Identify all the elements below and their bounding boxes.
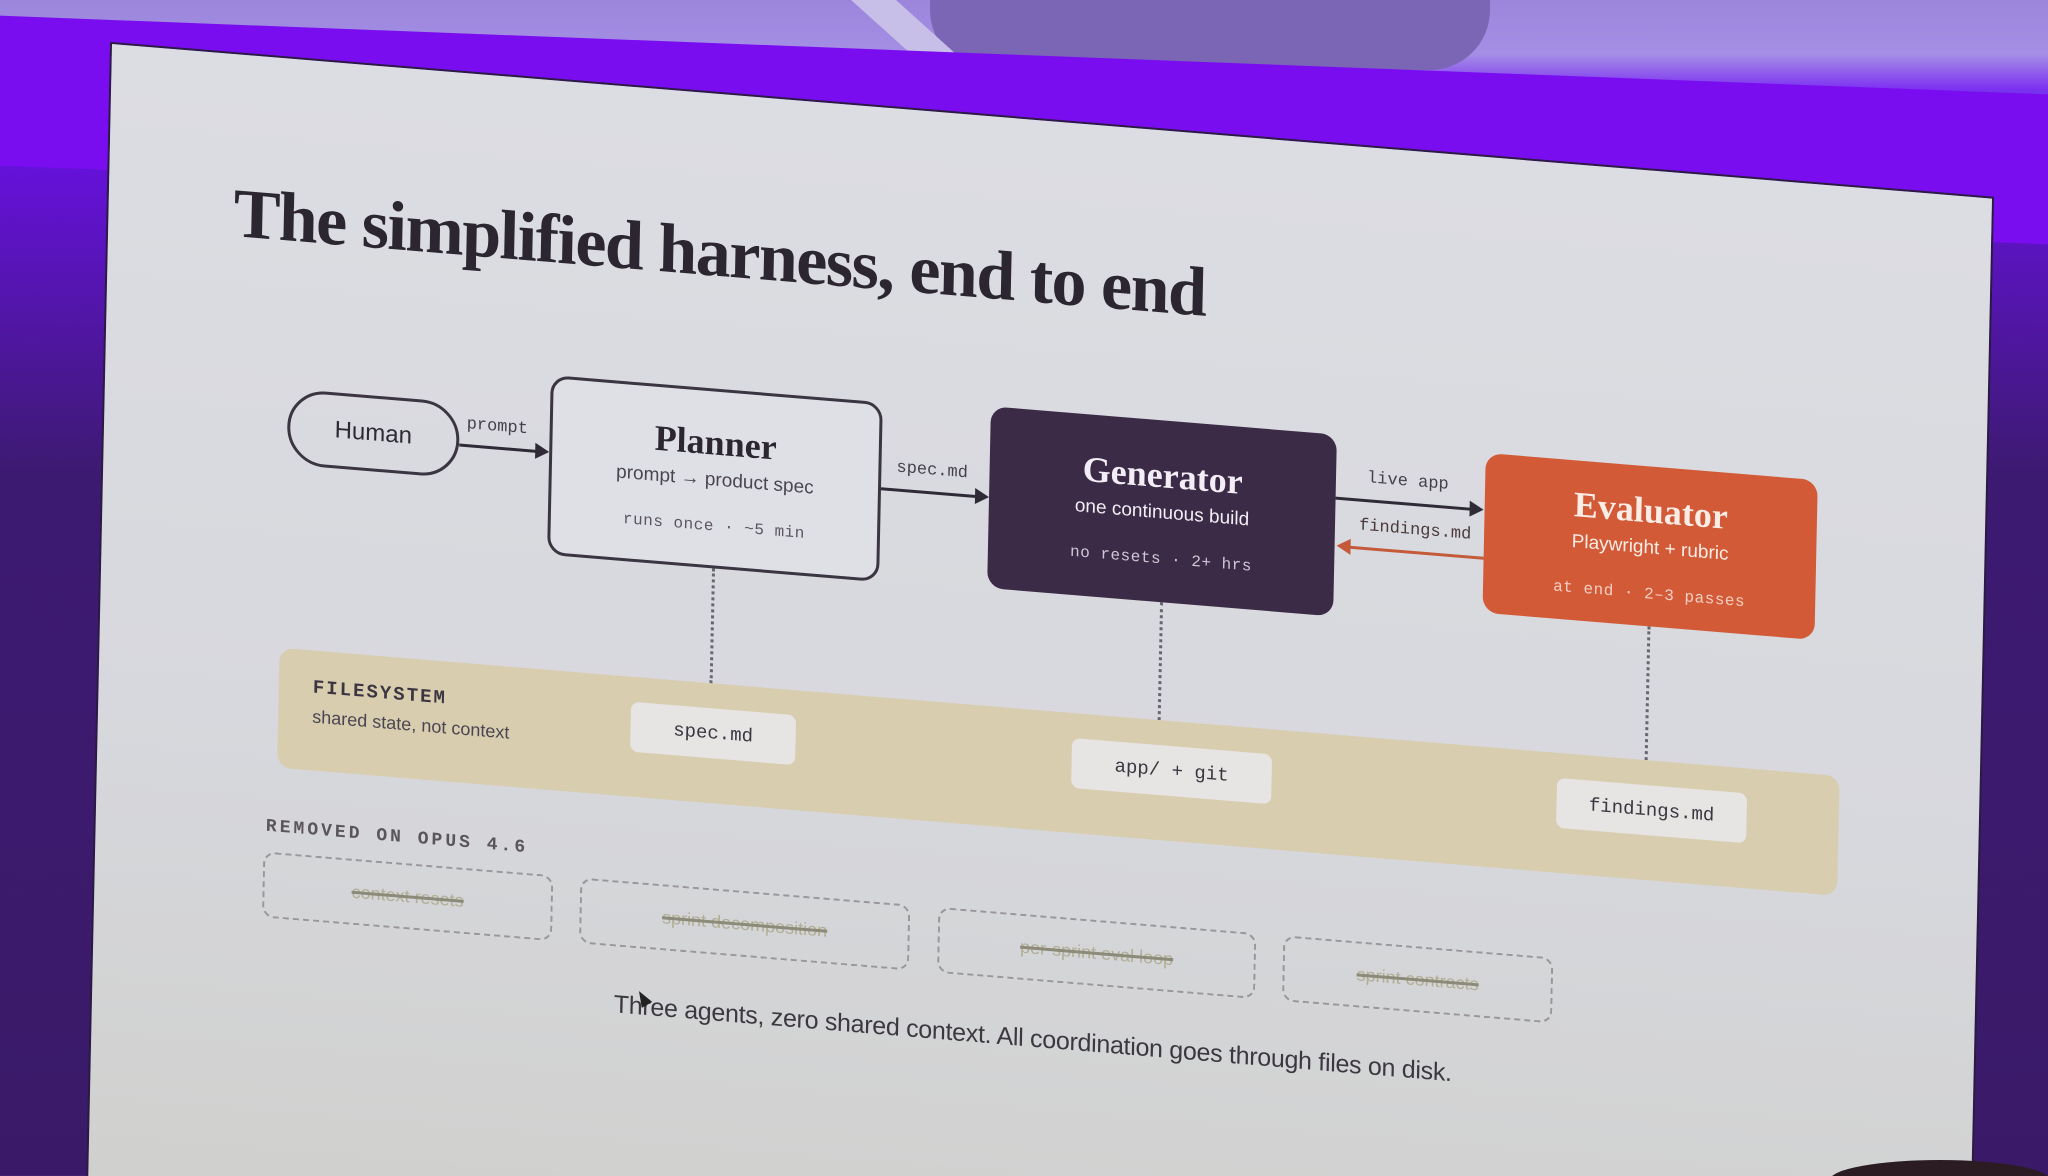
human-node: Human — [286, 388, 461, 479]
evaluator-subtitle: Playwright + rubric — [1571, 531, 1729, 565]
prompt-arrow — [459, 443, 546, 454]
planner-node: Planner prompt → product spec runs once … — [547, 375, 883, 583]
planner-subtitle: prompt → product spec — [615, 461, 814, 499]
prompt-edge-label: prompt — [466, 415, 529, 440]
filesystem-subtitle: shared state, not context — [312, 706, 510, 743]
findings-feedback-arrow — [1340, 545, 1484, 560]
evaluator-meta: at end · 2–3 passes — [1552, 577, 1746, 612]
file-app-git: app/ + git — [1071, 737, 1273, 805]
generator-node: Generator one continuous build no resets… — [987, 406, 1337, 617]
filesystem-heading: FILESYSTEM — [312, 676, 448, 710]
findings-edge-label: findings.md — [1358, 516, 1472, 545]
human-label: Human — [334, 416, 413, 450]
removed-item: context resets — [261, 851, 554, 942]
spec-arrow — [880, 487, 986, 499]
live-app-edge-label: live app — [1366, 469, 1449, 495]
evaluator-title: Evaluator — [1573, 484, 1729, 537]
planner-fs-connector — [709, 568, 716, 684]
removed-item: sprint decomposition — [578, 877, 911, 971]
planner-meta: runs once · ~5 min — [622, 510, 806, 543]
file-findings-md: findings.md — [1556, 777, 1748, 844]
audience-head — [1830, 1160, 2048, 1176]
removed-item: sprint contracts — [1281, 935, 1554, 1024]
planner-title: Planner — [654, 417, 778, 468]
generator-title: Generator — [1082, 448, 1244, 502]
evaluator-fs-connector — [1644, 626, 1651, 761]
generator-meta: no resets · 2+ hrs — [1069, 542, 1253, 576]
removed-item: per-sprint eval loop — [936, 906, 1257, 999]
generator-fs-connector — [1157, 602, 1164, 721]
projected-slide: The simplified harness, end to end Human… — [86, 44, 1993, 1176]
slide-title: The simplified harness, end to end — [232, 175, 1207, 332]
evaluator-node: Evaluator Playwright + rubric at end · 2… — [1482, 452, 1818, 640]
spec-edge-label: spec.md — [896, 458, 969, 484]
filesystem-band: FILESYSTEM shared state, not context spe… — [277, 647, 1840, 896]
removed-heading: REMOVED ON OPUS 4.6 — [265, 816, 529, 859]
live-app-arrow — [1335, 496, 1480, 512]
file-spec-md: spec.md — [630, 701, 797, 766]
